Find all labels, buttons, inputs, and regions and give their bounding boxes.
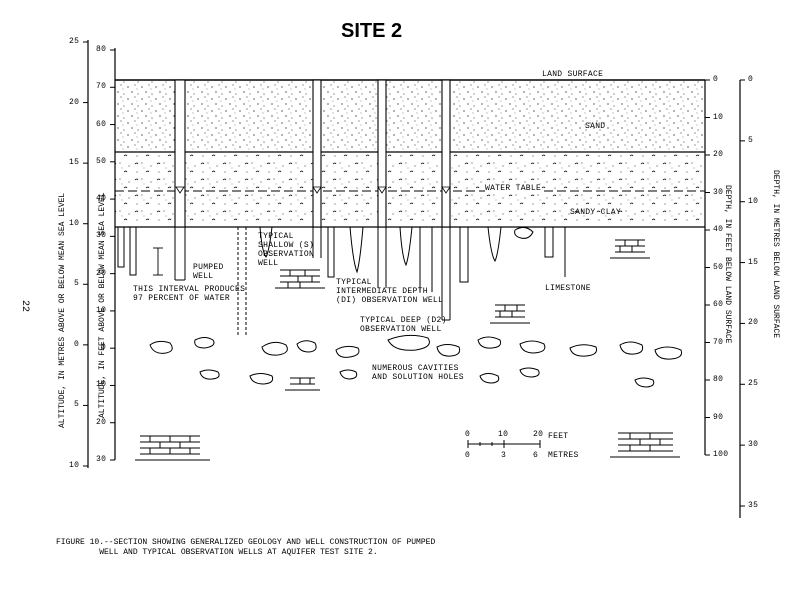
axis-tick-label: 70 xyxy=(96,82,107,92)
axis-tick-label: 30 xyxy=(713,187,724,197)
shallow-well-label: TYPICAL SHALLOW (S) OBSERVATION WELL xyxy=(258,232,315,268)
axis-tick-label: 20 xyxy=(96,417,107,427)
axis-tick-label: 5 xyxy=(74,400,80,410)
scale-feet-unit: FEET xyxy=(548,432,569,441)
axis-ticks xyxy=(83,41,745,507)
axis-tick-label: 5 xyxy=(74,279,80,289)
axis-tick-label: 35 xyxy=(748,501,759,510)
interval-marker xyxy=(153,247,163,276)
axis-tick-label: 80 xyxy=(96,45,107,54)
left-outer-axis-label: ALTITUDE, IN METRES ABOVE OR BELOW MEAN … xyxy=(58,192,67,428)
axis-tick-label: 60 xyxy=(96,119,107,129)
scale-metre-tick-1: 3 xyxy=(501,451,507,460)
right-outer-axis-label: DEPTH, IN METRES BELOW LAND SURFACE xyxy=(771,170,780,339)
axis-tick-label: 0 xyxy=(74,339,80,349)
axis-tick-label: 30 xyxy=(96,231,107,241)
axis-tick-label: 20 xyxy=(96,268,107,278)
cavities xyxy=(149,334,682,388)
scale-bar xyxy=(467,440,541,448)
scale-metre-tick-0: 0 xyxy=(465,451,471,460)
figure-title: SITE 2 xyxy=(341,20,403,42)
scale-feet-tick-1: 10 xyxy=(498,430,509,439)
scale-metre-tick-2: 6 xyxy=(533,451,539,460)
axis-tick-label: 50 xyxy=(713,262,724,272)
axis-tick-label: 70 xyxy=(713,337,724,347)
limestone-symbols xyxy=(135,239,680,461)
sandy-clay-layer xyxy=(115,152,705,227)
axis-tick-label: 10 xyxy=(96,380,107,390)
axis-tick-label: 0 xyxy=(101,343,107,353)
axis-tick-label: 30 xyxy=(748,440,759,450)
axis-tick-label: 10 xyxy=(69,218,80,228)
cavities-label: NUMEROUS CAVITIES AND SOLUTION HOLES xyxy=(372,364,464,382)
axis-tick-label: 25 xyxy=(748,379,759,389)
axis-tick-label: 60 xyxy=(713,300,724,309)
axis-tick-label: 20 xyxy=(69,97,80,107)
figure-caption: FIGURE 10.--SECTION SHOWING GENERALIZED … xyxy=(56,538,436,557)
sand-label: SAND xyxy=(585,122,606,131)
land-surface-label: LAND SURFACE xyxy=(542,70,604,79)
axis-tick-label: 50 xyxy=(96,156,107,166)
page-number: 22 xyxy=(19,300,30,313)
scale-feet-tick-0: 0 xyxy=(465,430,471,439)
scale-feet-tick-2: 20 xyxy=(533,430,544,439)
axis-tick-label: 0 xyxy=(748,75,754,84)
axis-tick-label: 0 xyxy=(713,75,719,84)
axis-tick-label: 30 xyxy=(96,455,107,464)
axis-tick-label: 15 xyxy=(748,257,759,267)
axis-tick-label: 80 xyxy=(713,375,724,384)
axis-tick-label: 20 xyxy=(713,150,724,159)
axis-tick-label: 20 xyxy=(748,318,759,328)
axis-tick-label: 90 xyxy=(713,412,724,422)
axis-tick-label: 100 xyxy=(713,450,729,459)
right-inner-axis-label: DEPTH, IN FEET BELOW LAND SURFACE xyxy=(723,185,732,344)
axis-tick-label: 40 xyxy=(713,225,724,234)
axis-tick-label: 10 xyxy=(748,196,759,206)
interval-label: THIS INTERVAL PRODUCES 97 PERCENT OF WAT… xyxy=(133,285,246,303)
axis-tick-label: 10 xyxy=(96,305,107,315)
well-screens xyxy=(174,227,451,321)
axis-tick-label: 25 xyxy=(69,37,80,46)
water-table-label: WATER TABLE xyxy=(485,184,542,193)
axis-tick-label: 10 xyxy=(713,112,724,122)
scale-metre-unit: METRES xyxy=(548,451,579,460)
pumped-well-label: PUMPED WELL xyxy=(193,263,224,281)
axis-tick-label: 10 xyxy=(69,461,80,470)
axis-tick-label: 15 xyxy=(69,158,80,168)
well-casings xyxy=(174,79,451,228)
intermediate-well-label: TYPICAL INTERMEDIATE DEPTH (DI) OBSERVAT… xyxy=(336,278,444,305)
limestone-label: LIMESTONE xyxy=(545,284,591,293)
axis-tick-label: 5 xyxy=(748,135,754,145)
axis-tick-label: 40 xyxy=(96,194,107,204)
water-level-markers xyxy=(175,186,451,194)
solution-channels xyxy=(117,226,566,335)
sand-layer xyxy=(115,80,705,152)
deep-well-label: TYPICAL DEEP (D2) OBSERVATION WELL xyxy=(360,316,447,334)
sandy-clay-label: SANDY CLAY xyxy=(570,208,622,217)
